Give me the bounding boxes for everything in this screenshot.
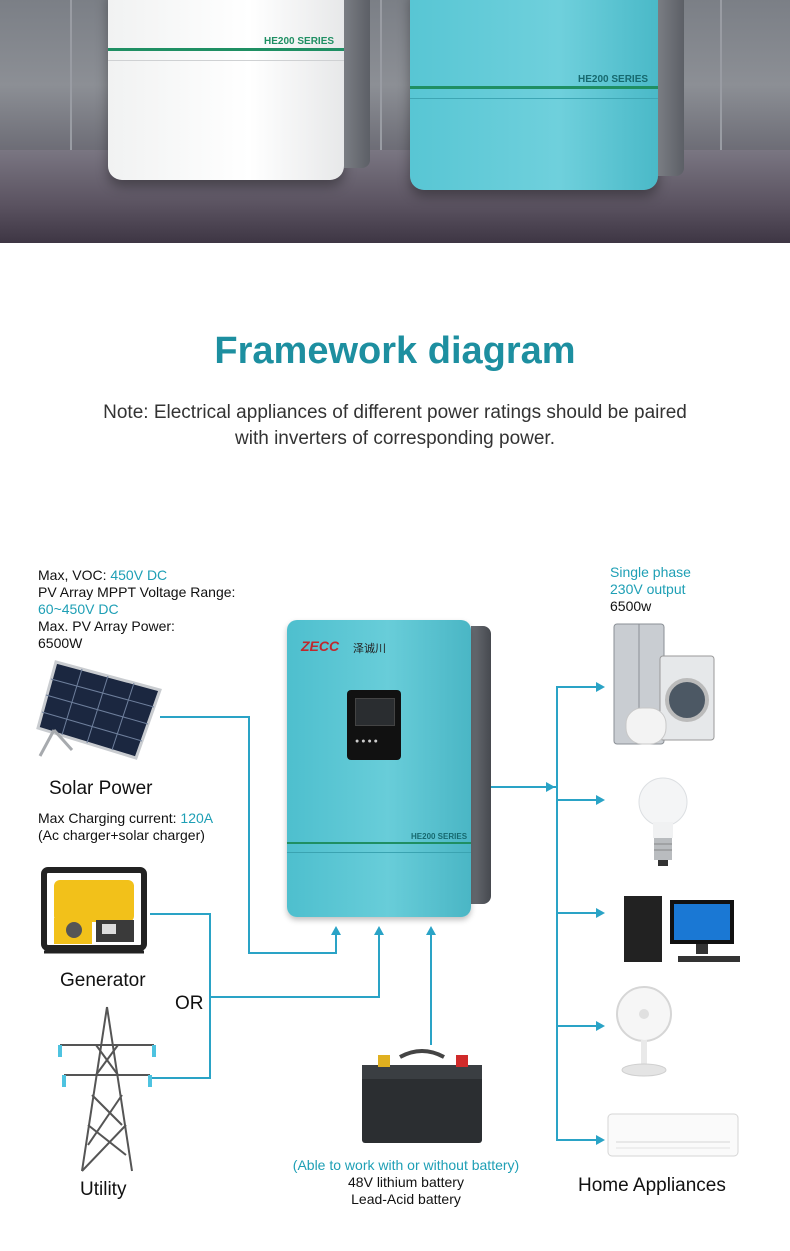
output-specs: Single phase 230V output 6500w xyxy=(610,564,691,615)
inverter-series-label: HE200 SERIES xyxy=(411,832,468,841)
or-label: OR xyxy=(175,993,204,1014)
fridge-washer-heater-icon xyxy=(613,623,715,745)
air-conditioner-icon xyxy=(607,1113,739,1157)
inverter-unit: ZECC 泽诚川 ●●●● HE200 SERIES xyxy=(287,620,471,917)
solar-voc-label: Max, VOC: xyxy=(38,567,111,583)
page-title: Framework diagram xyxy=(214,330,576,372)
arrow-up xyxy=(426,926,436,935)
hero-product-photo: HE200 SERIES HE200 SERIES xyxy=(0,0,790,243)
power-rating-note: Note: Electrical appliances of different… xyxy=(103,402,687,449)
charging-current-line: Max Charging current: 120A xyxy=(38,810,213,827)
charging-specs: Max Charging current: 120A (Ac charger+s… xyxy=(38,810,213,844)
charging-current-value: 120A xyxy=(180,810,214,826)
white-inverter-unit: HE200 SERIES xyxy=(108,0,370,180)
white-unit-series-label: HE200 SERIES xyxy=(264,36,335,47)
arrow-right xyxy=(546,782,555,792)
arrow-right xyxy=(596,795,605,805)
power-tower-icon xyxy=(58,1006,156,1172)
solar-panel-icon xyxy=(36,660,162,760)
generator-icon xyxy=(41,867,147,954)
inverter-brand-cn: 泽诚川 xyxy=(353,643,386,655)
wall-panel-line xyxy=(720,0,722,150)
wall-panel-line xyxy=(380,0,382,150)
battery-icon xyxy=(362,1049,482,1143)
inverter-side-panel xyxy=(471,626,491,904)
solar-mppt-value: 60~450V DC xyxy=(38,601,119,617)
arrow-right xyxy=(596,1021,605,1031)
battery-type-lead-acid: Lead-Acid battery xyxy=(351,1191,461,1207)
charging-note: (Ac charger+solar charger) xyxy=(38,827,205,843)
arrow-right xyxy=(596,1135,605,1145)
solar-power-value: 6500W xyxy=(38,635,83,651)
wall-panel-line xyxy=(70,0,72,150)
output-power: 6500w xyxy=(610,598,652,614)
battery-specs: (Able to work with or without battery) 4… xyxy=(275,1157,537,1208)
home-appliances-label: Home Appliances xyxy=(578,1175,726,1196)
solar-voc-value: 450V DC xyxy=(110,567,168,583)
arrow-right xyxy=(596,908,605,918)
solar-power-label: Solar Power xyxy=(49,778,153,799)
solar-voc-line: Max, VOC: 450V DC xyxy=(38,567,235,584)
generator-label: Generator xyxy=(60,970,146,991)
blue-inverter-unit: HE200 SERIES xyxy=(410,0,684,190)
electric-fan-icon xyxy=(616,986,672,1077)
output-phase: Single phase xyxy=(610,564,691,580)
solar-specs: Max, VOC: 450V DC PV Array MPPT Voltage … xyxy=(38,567,235,652)
lcd-screen xyxy=(355,698,395,726)
arrow-up xyxy=(374,926,384,935)
utility-label: Utility xyxy=(80,1179,127,1200)
blue-unit-series-label: HE200 SERIES xyxy=(578,74,649,85)
solar-power-label: Max. PV Array Power: xyxy=(38,618,175,634)
light-bulb-icon xyxy=(638,777,688,866)
control-buttons: ●●●● xyxy=(355,738,380,745)
solar-mppt-label: PV Array MPPT Voltage Range: xyxy=(38,584,236,600)
charging-current-label: Max Charging current: xyxy=(38,810,181,826)
inverter-brand-logo: ZECC xyxy=(301,638,340,654)
inverter-display-panel: ●●●● xyxy=(347,690,401,760)
desktop-computer-icon xyxy=(624,896,740,962)
battery-type-lithium: 48V lithium battery xyxy=(348,1174,464,1190)
output-voltage: 230V output xyxy=(610,581,686,597)
battery-note: (Able to work with or without battery) xyxy=(292,1157,520,1173)
arrow-right xyxy=(596,682,605,692)
arrow-up xyxy=(331,926,341,935)
